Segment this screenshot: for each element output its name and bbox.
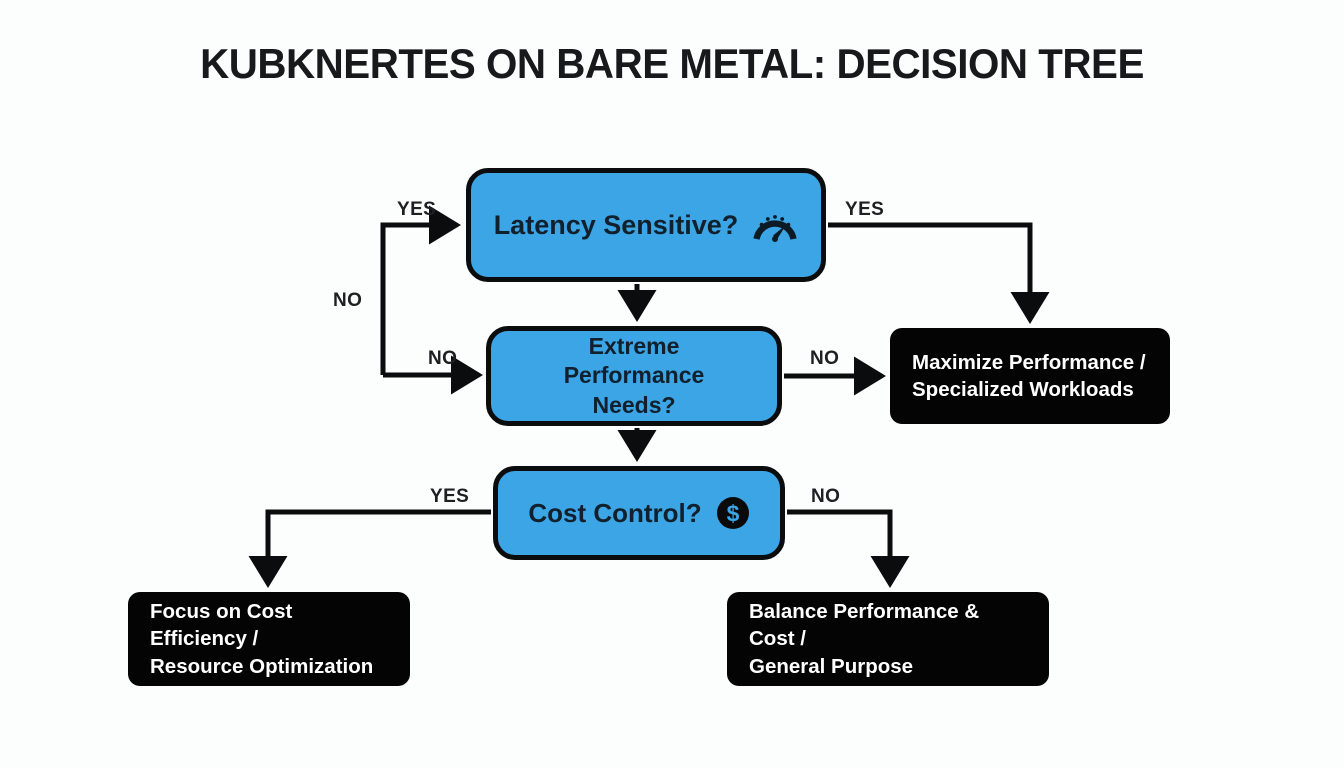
outcome-balance-line-1: Balance Performance & Cost / xyxy=(749,600,980,651)
dollar-circle-icon: $ xyxy=(716,496,750,530)
outcome-balance-performance-cost[interactable]: Balance Performance & Cost / General Pur… xyxy=(727,592,1049,686)
outcome-focus-line-2: Resource Optimization xyxy=(150,654,374,678)
edge-label-no-extreme-to-maximize: NO xyxy=(810,348,840,369)
edge-yes-cost-to-focus xyxy=(248,509,491,589)
edge-label-no-cost-to-balance: NO xyxy=(811,486,841,507)
node-cost-control[interactable]: Cost Control? $ xyxy=(493,466,785,560)
edge-label-no-into-extreme: NO xyxy=(428,348,458,369)
gauge-icon xyxy=(752,208,798,242)
outcome-focus-cost-efficiency[interactable]: Focus on Cost Efficiency / Resource Opti… xyxy=(128,592,410,686)
outcome-balance-line-2: General Purpose xyxy=(749,654,914,678)
outcome-focus-line-1: Focus on Cost Efficiency / xyxy=(150,600,293,651)
node-extreme-line-2: Performance xyxy=(563,362,705,389)
node-cost-control-label: Cost Control? xyxy=(528,497,702,528)
outcome-maximize-line-2: Specialized Workloads xyxy=(912,378,1134,401)
svg-text:$: $ xyxy=(726,501,739,527)
edge-label-yes-into-latency: YES xyxy=(397,199,437,220)
node-extreme-line-1: Extreme xyxy=(588,332,680,359)
node-extreme-line-3: Needs? xyxy=(592,391,676,418)
edge-yes-latency-to-maximize xyxy=(828,222,1050,325)
node-extreme-performance-needs[interactable]: Extreme Performance Needs? xyxy=(486,326,782,426)
node-latency-sensitive[interactable]: Latency Sensitive? xyxy=(466,168,826,282)
edge-label-no-down-left: NO xyxy=(333,290,363,311)
edge-label-yes-latency-to-maximize: YES xyxy=(845,199,885,220)
page-title: KUBKNERTES ON BARE METAL: DECISION TREE xyxy=(200,40,1144,87)
node-latency-sensitive-label: Latency Sensitive? xyxy=(493,209,739,240)
edge-label-yes-cost-to-focus: YES xyxy=(430,486,470,507)
edge-no-cost-to-balance xyxy=(787,509,910,589)
outcome-maximize-line-1: Maximize Performance / xyxy=(912,350,1146,374)
outcome-maximize-performance[interactable]: Maximize Performance / Specialized Workl… xyxy=(890,328,1170,424)
